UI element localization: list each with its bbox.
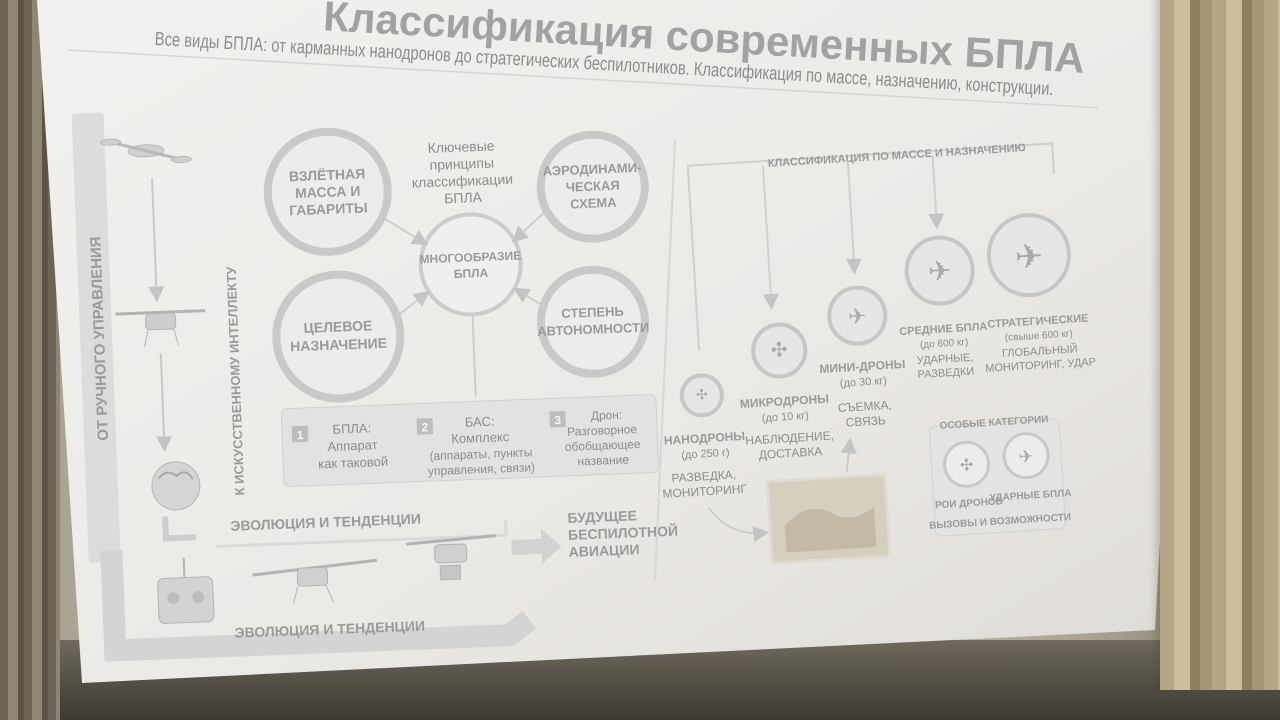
principle-circle-purpose: ЦЕЛЕВОЕ НАЗНАЧЕНИЕ <box>272 270 405 403</box>
special-strike: ✈ УДАРНЫЕ БПЛА <box>989 432 1072 504</box>
svg-text:классификации: классификации <box>411 171 513 191</box>
svg-text:ГАБАРИТЫ: ГАБАРИТЫ <box>289 199 368 218</box>
svg-text:(до 600 кг): (до 600 кг) <box>920 337 969 351</box>
plane-icon: ✈ <box>1014 236 1045 278</box>
special-swarm: ✣ РОИ ДРОНОВ <box>935 440 1003 511</box>
drone-small-icon <box>100 138 192 163</box>
principles-caption: Ключевые принципы классификации БПЛА <box>411 137 513 206</box>
svg-text:СТЕПЕНЬ: СТЕПЕНЬ <box>561 304 624 321</box>
svg-text:АЭРОДИНАМИ-: АЭРОДИНАМИ- <box>542 160 641 179</box>
brain-head-icon <box>151 461 201 511</box>
svg-text:МНОГООБРАЗИЕ: МНОГООБРАЗИЕ <box>419 248 521 266</box>
svg-text:СВЯЗЬ: СВЯЗЬ <box>845 413 886 429</box>
svg-text:3: 3 <box>554 413 562 427</box>
svg-text:Комплекс: Комплекс <box>451 429 510 446</box>
evolution-label-bottom: ЭВОЛЮЦИЯ И ТЕНДЕНЦИИ <box>234 617 425 640</box>
svg-text:ГЛОБАЛЬНЫЙ: ГЛОБАЛЬНЫЙ <box>1002 342 1078 360</box>
manual-track <box>71 112 121 564</box>
svg-text:ВЗЛЁТНАЯ: ВЗЛЁТНАЯ <box>289 165 366 184</box>
svg-text:БУДУЩЕЕ: БУДУЩЕЕ <box>567 507 637 526</box>
svg-text:СРЕДНИЕ БПЛА: СРЕДНИЕ БПЛА <box>899 321 988 338</box>
svg-text:СХЕМА: СХЕМА <box>570 195 618 212</box>
svg-text:1: 1 <box>296 428 304 442</box>
svg-text:МОНИТОРИНГ: МОНИТОРИНГ <box>662 482 748 501</box>
svg-text:БЕСПИЛОТНОЙ: БЕСПИЛОТНОЙ <box>568 522 679 543</box>
svg-text:РАЗВЕДКИ: РАЗВЕДКИ <box>917 366 975 381</box>
drone-delivery-icon <box>406 534 497 581</box>
svg-text:(аппараты, пункты: (аппараты, пункты <box>429 445 532 463</box>
svg-text:НАНОДРОНЫ: НАНОДРОНЫ <box>663 429 745 448</box>
class-mini: ✈ МИНИ-ДРОНЫ (до 30 кг) СЪЕМКА, СВЯЗЬ <box>819 285 906 430</box>
plane-icon: ✈ <box>927 254 952 288</box>
principle-circle-aero: АЭРОДИНАМИ- ЧЕСКАЯ СХЕМА <box>536 130 649 243</box>
svg-text:Ключевые: Ключевые <box>427 137 495 156</box>
principle-circle-mass: ВЗЛЁТНАЯ МАССА И ГАБАРИТЫ <box>263 127 392 256</box>
class-nano: ✣ НАНОДРОНЫ (до 250 г) РАЗВЕДКА, МОНИТОР… <box>662 373 748 501</box>
svg-text:НАЗНАЧЕНИЕ: НАЗНАЧЕНИЕ <box>290 335 387 355</box>
svg-text:(до 30 кг): (до 30 кг) <box>840 375 888 390</box>
right-panel: КЛАССИФИКАЦИЯ ПО МАССЕ И НАЗНАЧЕНИЮ ✣ НА… <box>662 142 1096 565</box>
future-label: БУДУЩЕЕ БЕСПИЛОТНОЙ АВИАЦИИ <box>567 507 679 560</box>
svg-text:БПЛА: БПЛА <box>454 266 489 281</box>
term-uas: 2 БАС: Комплекс (аппараты, пункты управл… <box>416 414 536 478</box>
curtain-right <box>1160 0 1280 690</box>
svg-text:ЦЕЛЕВОЕ: ЦЕЛЕВОЕ <box>303 317 372 336</box>
remote-controller-icon <box>157 557 215 624</box>
left-panel: ОТ РУЧНОГО УПРАВЛЕНИЯ К ИСКУССТВЕННОМУ И… <box>71 112 679 662</box>
svg-text:БПЛА:: БПЛА: <box>332 420 371 436</box>
drone-camera-icon <box>115 309 206 348</box>
center-circle-diversity: МНОГООБРАЗИЕ БПЛА <box>418 212 523 317</box>
term-uav: 1 БПЛА: Аппарат как таковой <box>291 420 388 472</box>
svg-text:(до 10 кг): (до 10 кг) <box>761 410 809 425</box>
svg-text:АВТОНОМНОСТИ: АВТОНОМНОСТИ <box>537 320 650 339</box>
svg-text:МИНИ-ДРОНЫ: МИНИ-ДРОНЫ <box>819 357 906 376</box>
svg-text:УДАРНЫЕ БПЛА: УДАРНЫЕ БПЛА <box>989 488 1071 504</box>
svg-text:Дрон:: Дрон: <box>591 408 623 423</box>
title-rule <box>69 49 1098 109</box>
evolution-label-top: ЭВОЛЮЦИЯ И ТЕНДЕНЦИИ <box>230 511 421 534</box>
svg-text:управления, связи): управления, связи) <box>428 460 536 478</box>
svg-text:БПЛА: БПЛА <box>444 189 483 206</box>
svg-text:ДОСТАВКА: ДОСТАВКА <box>758 444 822 462</box>
principle-circle-autonomy: СТЕПЕНЬ АВТОНОМНОСТИ <box>537 265 650 378</box>
svg-text:УДАРНЫЕ,: УДАРНЫЕ, <box>916 352 973 367</box>
svg-text:СЪЕМКА,: СЪЕМКА, <box>837 398 892 415</box>
panel-divider <box>654 139 676 581</box>
plane-icon: ✈ <box>847 304 867 330</box>
svg-text:НАБЛЮДЕНИЕ,: НАБЛЮДЕНИЕ, <box>745 428 834 447</box>
svg-text:МАССА И: МАССА И <box>295 183 361 201</box>
svg-text:(свыше 600 кг): (свыше 600 кг) <box>1005 329 1074 344</box>
svg-text:обобщающее: обобщающее <box>565 437 642 454</box>
svg-text:ЧЕСКАЯ: ЧЕСКАЯ <box>566 178 620 195</box>
quadcopter-icon: ✣ <box>695 387 708 404</box>
svg-text:БАС:: БАС: <box>465 414 495 430</box>
svg-text:как таковой: как таковой <box>318 454 388 472</box>
svg-text:название: название <box>577 452 629 468</box>
svg-text:Разговорное: Разговорное <box>567 422 638 439</box>
jet-icon: ✈ <box>1018 446 1034 468</box>
class-micro: ✣ МИКРОДРОНЫ (до 10 кг) НАБЛЮДЕНИЕ, ДОСТ… <box>739 322 834 462</box>
svg-text:МИКРОДРОНЫ: МИКРОДРОНЫ <box>739 392 829 411</box>
svg-text:РАЗВЕДКА,: РАЗВЕДКА, <box>671 467 737 485</box>
svg-text:Аппарат: Аппарат <box>327 437 378 454</box>
svg-text:АВИАЦИИ: АВИАЦИИ <box>568 541 639 560</box>
svg-text:РОИ ДРОНОВ: РОИ ДРОНОВ <box>935 496 1003 511</box>
svg-text:(до 250 г): (до 250 г) <box>681 447 730 462</box>
quadcopter-icon: ✣ <box>770 337 788 362</box>
svg-text:принципы: принципы <box>429 154 494 172</box>
term-drone: 3 Дрон: Разговорное обобщающее название <box>549 408 642 468</box>
future-arrow-icon <box>511 528 562 564</box>
drone-large-icon <box>252 558 378 604</box>
swarm-icon: ✣ <box>959 455 974 475</box>
svg-text:2: 2 <box>421 420 429 434</box>
class-medium: ✈ СРЕДНИЕ БПЛА (до 600 кг) УДАРНЫЕ, РАЗВ… <box>899 235 988 381</box>
